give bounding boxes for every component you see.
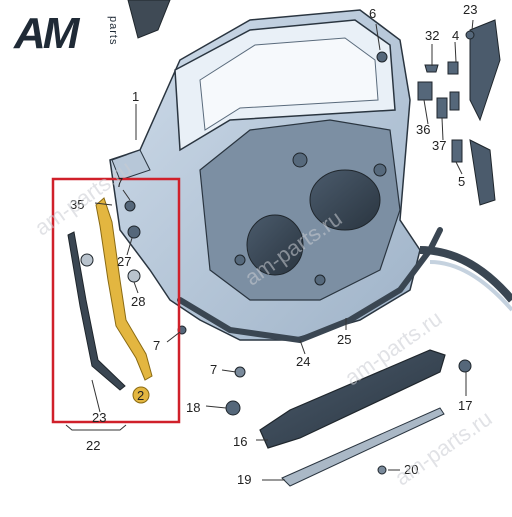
- label-7a: 7: [116, 175, 123, 190]
- label-37: 37: [432, 138, 446, 153]
- body-seal: [419, 246, 512, 303]
- leader-lines: [91, 19, 474, 481]
- label-35: 35: [70, 197, 84, 212]
- label-1: 1: [132, 89, 139, 104]
- trim-part-2: [95, 197, 153, 381]
- label-25: 25: [337, 332, 351, 347]
- label-16: 16: [233, 434, 247, 449]
- label-17: 17: [458, 398, 472, 413]
- label-23b: 23: [463, 2, 477, 17]
- logo-suffix: parts: [107, 16, 119, 46]
- sill-cover-16: [259, 349, 446, 449]
- label-2: 2: [137, 388, 144, 403]
- label-28: 28: [131, 294, 145, 309]
- logo-brand: AM: [14, 9, 79, 58]
- label-4: 4: [452, 28, 459, 43]
- seal-strip-23: [67, 231, 126, 391]
- label-22: 22: [86, 438, 100, 453]
- label-7c: 7: [210, 362, 217, 377]
- label-36: 36: [416, 122, 430, 137]
- label-24: 24: [296, 354, 310, 369]
- door-assembly: [109, 9, 421, 341]
- window-corner-trim: [127, 0, 171, 39]
- part-labels: 1 35 7 27 28 7 2 23 22 7 18 16 19 20 17 …: [70, 2, 477, 487]
- am-parts-logo: AM parts: [14, 10, 144, 58]
- right-side-parts: [417, 19, 501, 206]
- label-27: 27: [117, 254, 131, 269]
- label-18: 18: [186, 400, 200, 415]
- sill-strip-19: [281, 407, 445, 487]
- label-32: 32: [425, 28, 439, 43]
- label-7b: 7: [153, 338, 160, 353]
- label-23: 23: [92, 410, 106, 425]
- label-19: 19: [237, 472, 251, 487]
- bracket-22: [65, 424, 127, 431]
- highlight-frame: [51, 177, 181, 424]
- label-6: 6: [369, 6, 376, 21]
- label-20: 20: [404, 462, 418, 477]
- label-5: 5: [458, 174, 465, 189]
- part-2-callout-dot: [132, 386, 150, 404]
